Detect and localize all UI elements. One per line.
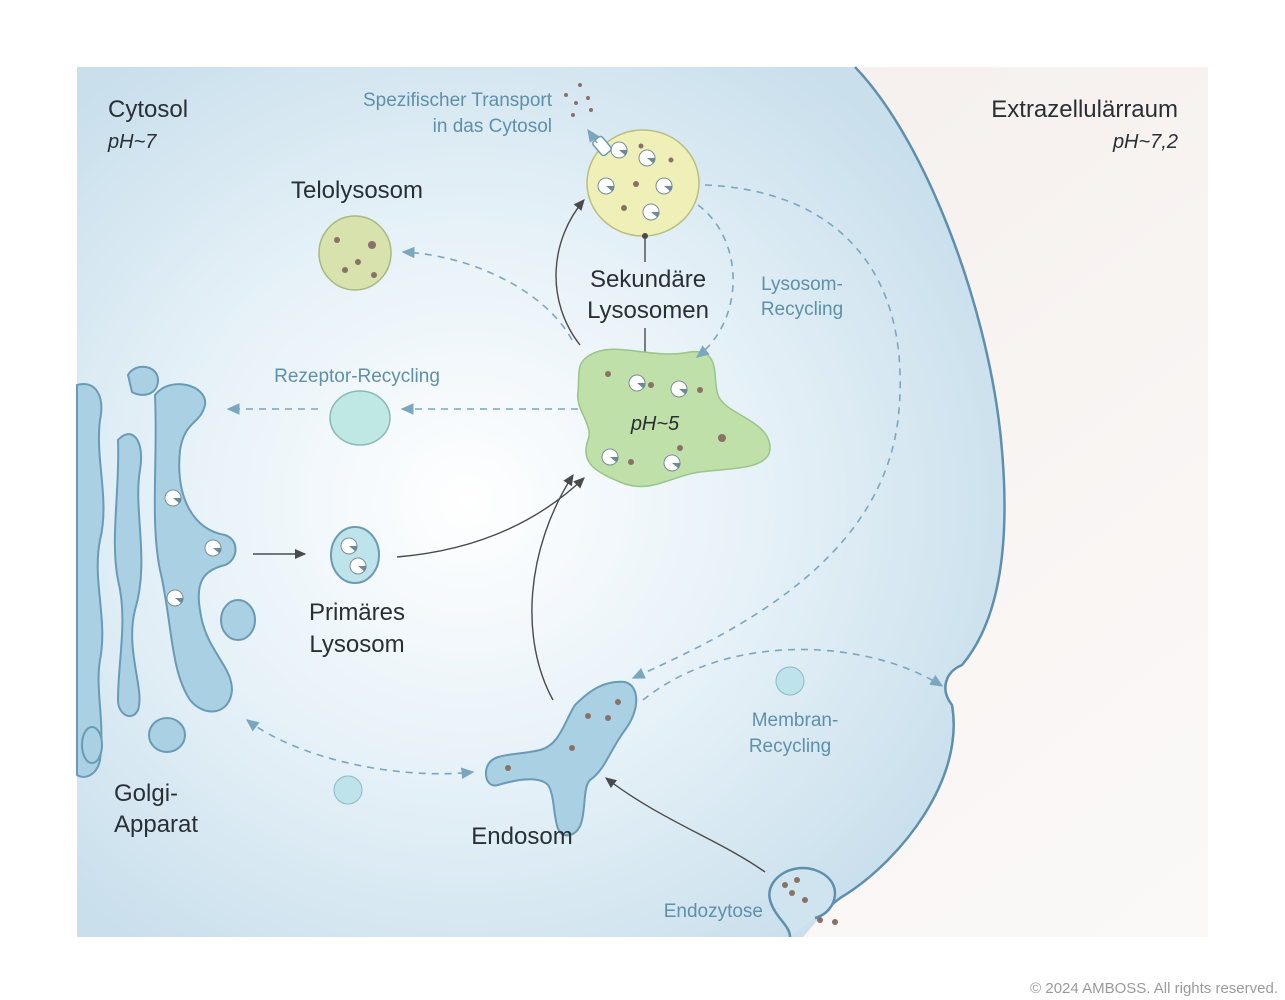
golgi-apparatus <box>76 365 256 778</box>
membrane-recycling-vesicle <box>775 666 805 696</box>
secondary-lysosomes-label-2: Lysosomen <box>587 297 709 324</box>
membrane-recycling-label-2: Recycling <box>749 736 831 757</box>
membrane-recycling-label-1: Membran- <box>752 710 839 731</box>
primary-lysosome-label-1: Primäres <box>309 599 405 626</box>
lysosome-recycling-label-1: Lysosom- <box>761 274 843 295</box>
golgi-endosome-vesicle <box>333 775 363 805</box>
endosome-label: Endosom <box>471 823 572 850</box>
specific-transport-label-2: in das Cytosol <box>433 116 552 137</box>
specific-transport-label-1: Spezifischer Transport <box>363 90 553 111</box>
golgi-label-1: Golgi- <box>114 780 178 807</box>
endocytosis-vesicle <box>768 867 838 938</box>
dashed-arrows <box>226 184 944 779</box>
golgi-label-2: Apparat <box>114 811 198 838</box>
endocytosis-label: Endozytose <box>664 901 763 922</box>
primary-lysosome <box>330 526 380 584</box>
receptor-recycling-label: Rezeptor-Recycling <box>274 366 440 387</box>
primary-lysosome-label-2: Lysosom <box>309 631 404 658</box>
telolysosome-label: Telolysosom <box>291 177 423 204</box>
cytosol-ph: pH~7 <box>107 131 157 153</box>
cell-cytosol <box>77 67 1005 937</box>
receptor-recycling-vesicle <box>329 390 391 446</box>
copyright-notice: © 2024 AMBOSS. All rights reserved. <box>1030 980 1278 997</box>
secondary-lysosomes-label-1: Sekundäre <box>590 266 706 293</box>
extracellular-ph: pH~7,2 <box>1112 131 1178 153</box>
secondary-lysosome-top <box>586 129 700 237</box>
cell-membrane <box>814 66 1006 920</box>
extracellular-title: Extrazellulärraum <box>991 96 1178 123</box>
solid-arrows <box>253 199 766 873</box>
lysosome-ph-label: pH~5 <box>630 413 680 435</box>
lysosome-recycling-label-2: Recycling <box>761 299 843 320</box>
transported-particles <box>564 83 593 117</box>
telolysosome <box>318 215 392 291</box>
endosome <box>484 680 638 837</box>
cytosol-title: Cytosol <box>108 96 188 123</box>
